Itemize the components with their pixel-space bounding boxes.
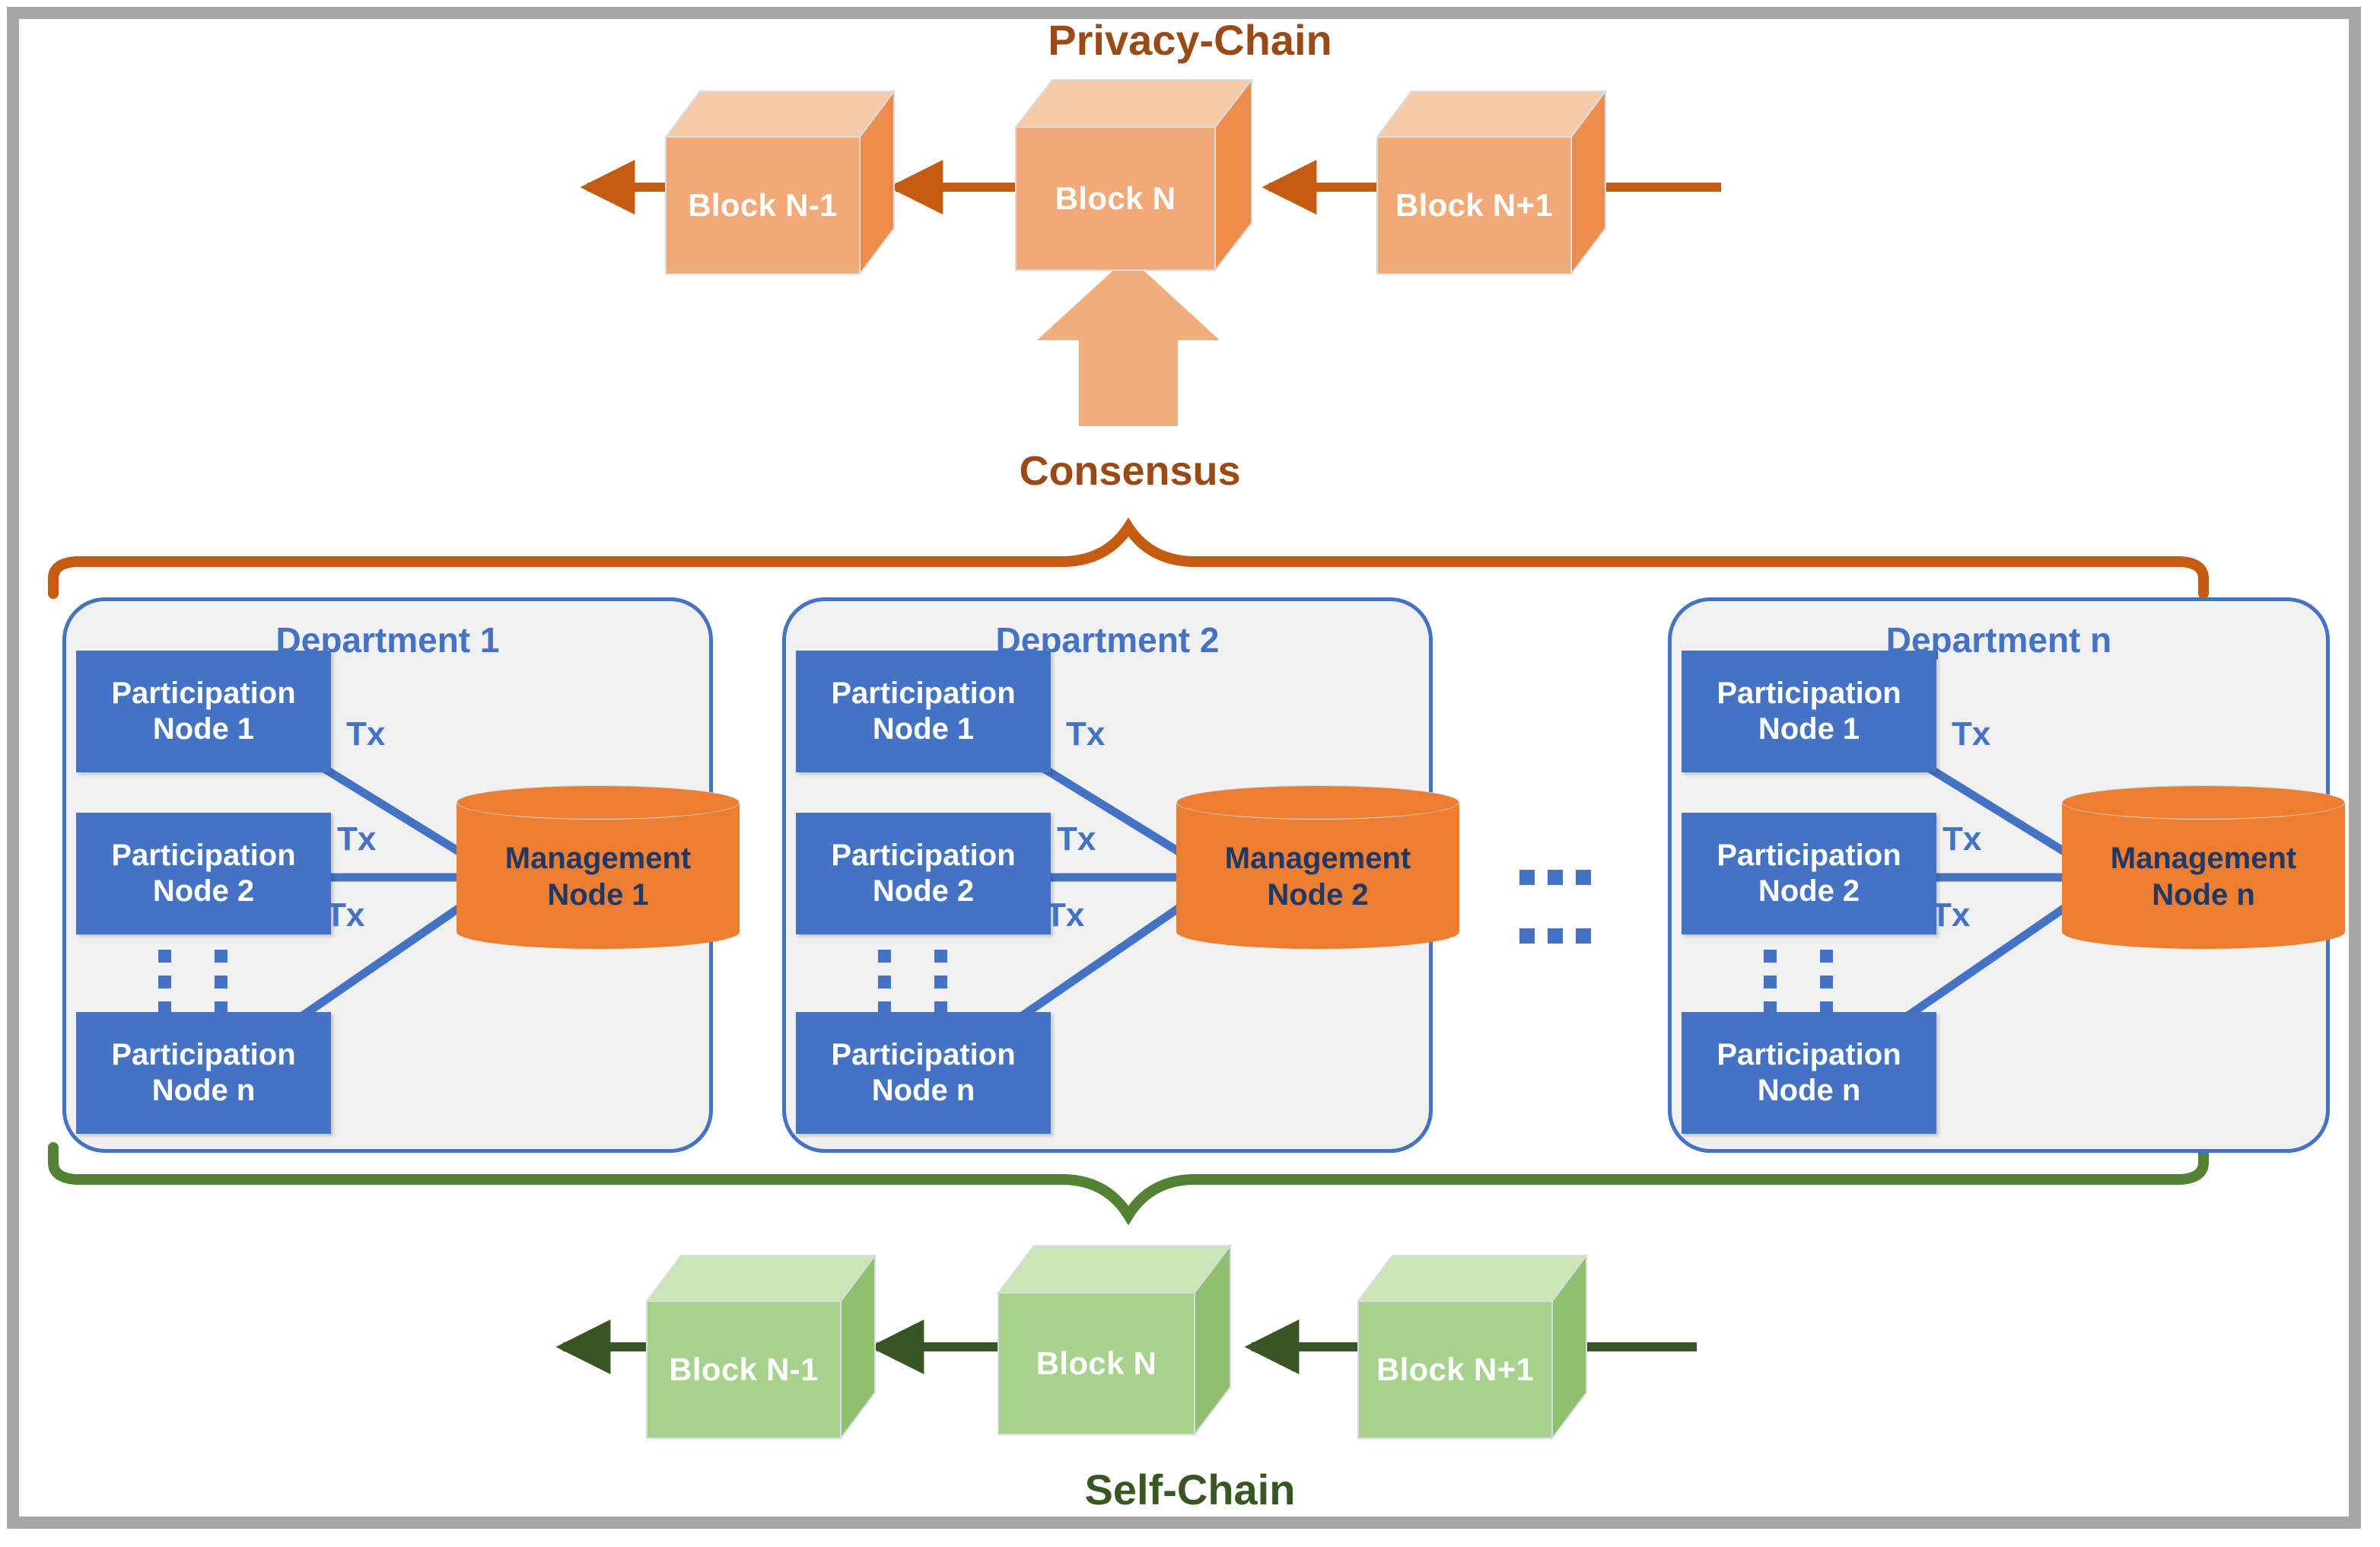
pnode-line2: Node 1 [872, 712, 975, 746]
pnode-line1: Participation [831, 676, 1016, 710]
privacy-chain-title: Privacy-Chain [1048, 16, 1332, 64]
department-1-management-node: Management Node 1 [457, 785, 740, 949]
department-2-tx-label-1: Tx [1066, 715, 1106, 753]
mnode-line1: Management [504, 842, 692, 875]
self-block-n: Block N [996, 1243, 1233, 1437]
department-2-tx-label-3: Tx [1045, 896, 1085, 934]
department-2-participation-node-1: Participation Node 1 [796, 651, 1051, 772]
self-block-label: Block N-1 [669, 1351, 819, 1387]
department-1-tx-label-1: Tx [346, 715, 386, 753]
pnode-line2: Node 1 [1758, 712, 1860, 746]
mnode-line1: Management [1224, 842, 1411, 875]
self-block-label: Block N [1036, 1345, 1157, 1381]
pnode-line2: Node 2 [872, 874, 975, 908]
department-2-vertical-ellipsis-left [878, 950, 891, 1014]
department-n-participation-node-n: Participation Node n [1682, 1012, 1936, 1134]
department-n-participation-node-1: Participation Node 1 [1682, 651, 1936, 772]
department-2-vertical-ellipsis-right [934, 950, 947, 1014]
pnode-line2: Node 2 [1758, 874, 1860, 908]
cylinder-body [2062, 802, 2345, 932]
pnode-line1: Participation [1717, 1037, 1901, 1071]
self-chain-title: Self-Chain [1084, 1466, 1296, 1514]
pnode-line2: Node n [151, 1074, 256, 1107]
management-node-label: Management Node 1 [457, 823, 740, 930]
pnode-line1: Participation [831, 838, 1016, 872]
pnode-line1: Participation [111, 838, 296, 872]
department-1-tx-label-2: Tx [337, 820, 377, 858]
department-2-tx-label-2: Tx [1057, 820, 1096, 858]
cylinder-body [1176, 802, 1459, 932]
dept-gap-ellipsis-row-1 [1519, 870, 1591, 885]
cylinder-top [1176, 785, 1459, 820]
department-1-participation-node-2: Participation Node 2 [76, 813, 331, 934]
self-block-n-plus-1: Block N+1 [1357, 1253, 1588, 1440]
department-n-vertical-ellipsis-left [1764, 950, 1777, 1014]
pnode-line2: Node n [871, 1074, 975, 1107]
cylinder-bottom [1176, 915, 1459, 949]
department-n-tx-label-3: Tx [1931, 896, 1971, 934]
privacy-block-n-plus-1: Block N+1 [1376, 89, 1607, 276]
mnode-line2: Node n [2152, 878, 2255, 912]
mnode-line2: Node 1 [547, 878, 649, 912]
cylinder-bottom [2062, 915, 2345, 949]
department-1-participation-node-1: Participation Node 1 [76, 651, 331, 772]
department-n-tx-label-2: Tx [1943, 820, 1982, 858]
pnode-line1: Participation [111, 1037, 296, 1071]
privacy-block-label: Block N-1 [688, 187, 838, 223]
department-1-participation-node-n: Participation Node n [76, 1012, 331, 1134]
mnode-line2: Node 2 [1267, 878, 1369, 912]
pnode-line1: Participation [1717, 838, 1901, 872]
self-block-label: Block N+1 [1376, 1351, 1534, 1387]
department-n-participation-node-2: Participation Node 2 [1682, 813, 1936, 934]
mnode-line1: Management [2110, 842, 2297, 875]
department-n-vertical-ellipsis-right [1820, 950, 1833, 1014]
department-1-vertical-ellipsis-right [215, 950, 228, 1014]
cylinder-bottom [457, 915, 740, 949]
department-2-participation-node-2: Participation Node 2 [796, 813, 1051, 934]
consensus-label: Consensus [1019, 448, 1241, 494]
privacy-block-n: Block N [1013, 78, 1254, 272]
pnode-line2: Node 1 [152, 712, 255, 746]
cylinder-top [457, 785, 740, 820]
department-n-tx-label-1: Tx [1952, 715, 1991, 753]
pnode-line1: Participation [831, 1037, 1016, 1071]
department-1-vertical-ellipsis-left [158, 950, 171, 1014]
management-node-label: Management Node 2 [1176, 823, 1459, 930]
pnode-line1: Participation [111, 676, 296, 710]
pnode-line2: Node n [1757, 1074, 1861, 1107]
pnode-line1: Participation [1717, 676, 1901, 710]
department-2-management-node: Management Node 2 [1176, 785, 1459, 949]
privacy-block-label: Block N [1055, 180, 1176, 216]
dept-gap-ellipsis-row-2 [1519, 928, 1591, 944]
self-block-n-minus-1: Block N-1 [645, 1253, 877, 1440]
privacy-block-n-minus-1: Block N-1 [664, 89, 896, 276]
cylinder-body [457, 802, 740, 932]
cylinder-top [2062, 785, 2345, 820]
department-1-tx-label-3: Tx [326, 896, 365, 934]
department-2-participation-node-n: Participation Node n [796, 1012, 1051, 1134]
department-n-management-node: Management Node n [2062, 785, 2345, 949]
privacy-block-label: Block N+1 [1395, 187, 1553, 223]
management-node-label: Management Node n [2062, 823, 2345, 930]
pnode-line2: Node 2 [152, 874, 255, 908]
